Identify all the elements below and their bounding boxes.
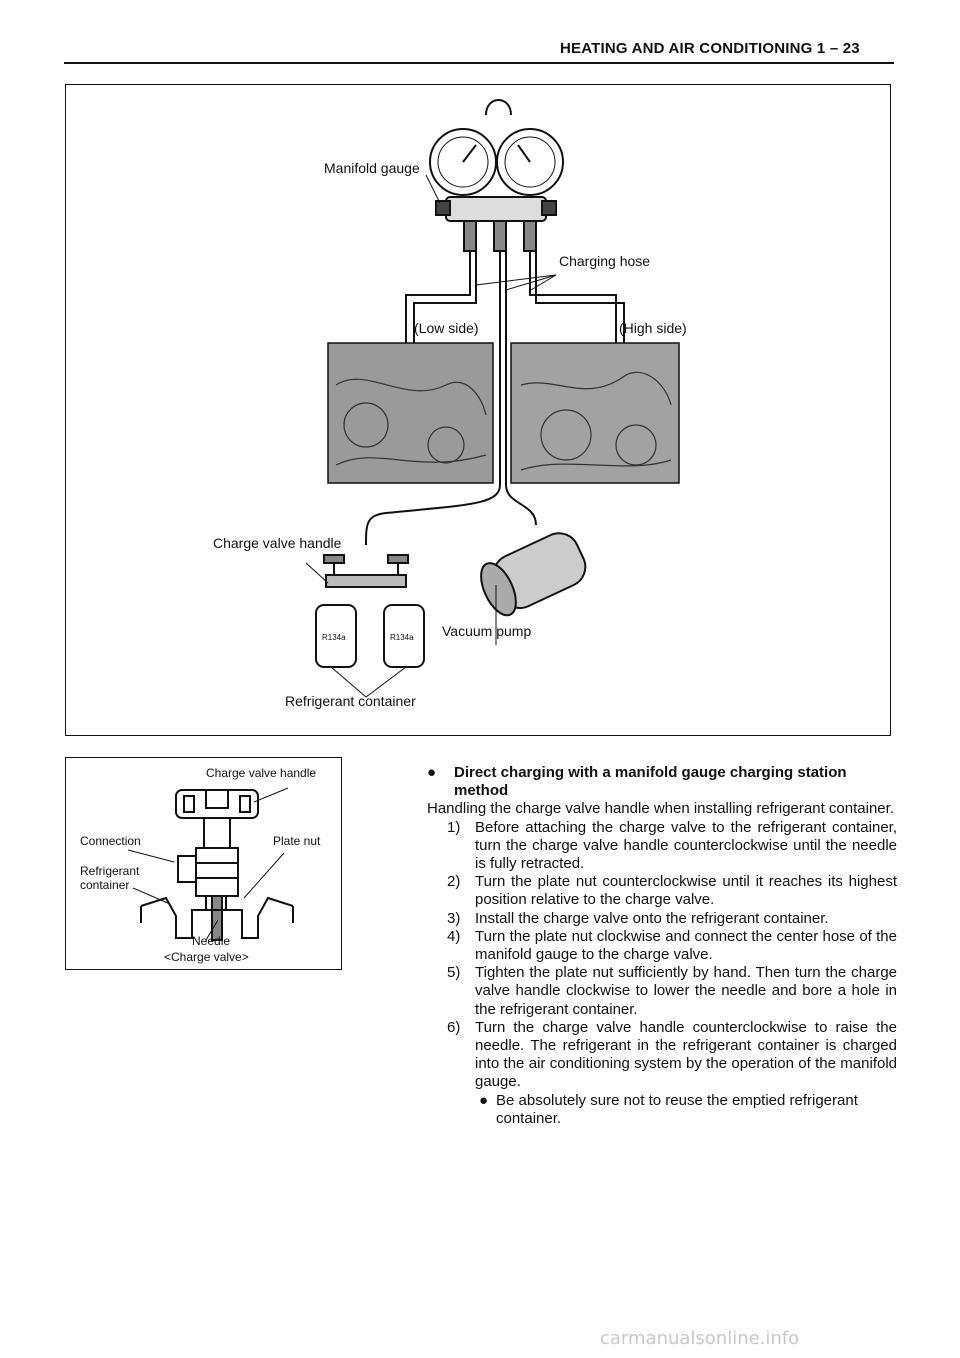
valve-label-charge-valve-handle: Charge valve handle <box>206 766 317 780</box>
valve-label-refrigerant: Refrigerant <box>80 864 140 878</box>
main-figure: Manifold gauge Charging hose (Low side) … <box>65 84 891 736</box>
instructions-heading: ● Direct charging with a manifold gauge c… <box>427 764 897 800</box>
high-pressure-gauge-icon <box>496 128 564 196</box>
step-text: Turn the plate nut clockwise and connect… <box>475 927 897 964</box>
warning-note: ● Be absolutely sure not to reuse the emp… <box>427 1092 897 1128</box>
label-manifold-gauge: Manifold gauge <box>324 160 420 176</box>
step-number: 3) <box>447 909 461 927</box>
step-number: 4) <box>447 927 461 945</box>
step-item: 6) Turn the charge valve handle countercl… <box>427 1019 897 1092</box>
valve-caption: <Charge valve> <box>164 950 249 964</box>
main-figure-illustration <box>305 99 680 698</box>
label-high-side: (High side) <box>619 320 687 336</box>
valve-label-container: container <box>80 878 130 892</box>
step-text: Turn the charge valve handle countercloc… <box>475 1018 897 1091</box>
step-item: 4) Turn the plate nut clockwise and conne… <box>427 928 897 964</box>
step-text: Tighten the plate nut sufficiently by ha… <box>475 964 897 1018</box>
step-text: Before attaching the charge valve to the… <box>475 818 897 873</box>
step-number: 5) <box>447 964 461 982</box>
step-number: 6) <box>447 1018 461 1036</box>
label-low-side: (Low side) <box>414 320 479 336</box>
step-number: 2) <box>447 873 461 891</box>
valve-label-plate-nut: Plate nut <box>273 834 321 848</box>
step-item: 5) Tighten the plate nut sufficiently by … <box>427 964 897 1019</box>
note-text: Be absolutely sure not to reuse the empt… <box>496 1091 858 1127</box>
label-charging-hose: Charging hose <box>559 253 651 269</box>
charge-valve-figure: Charge valve handle Connection Plate nut… <box>65 757 342 970</box>
label-vacuum-pump: Vacuum pump <box>442 623 532 639</box>
steps-list: 1) Before attaching the charge valve to t… <box>427 819 897 1092</box>
instructions: ● Direct charging with a manifold gauge c… <box>427 764 897 1128</box>
can-label-left: R134a <box>322 633 346 642</box>
page-header: HEATING AND AIR CONDITIONING 1 – 23 <box>560 40 860 57</box>
step-item: 2) Turn the plate nut counterclockwise un… <box>427 873 897 909</box>
step-item: 1) Before attaching the charge valve to t… <box>427 819 897 874</box>
heading-text: Direct charging with a manifold gauge ch… <box>454 764 847 800</box>
bullet-icon: ● <box>479 1091 489 1109</box>
label-refrigerant-container: Refrigerant container <box>285 693 416 709</box>
charge-valve-illustration <box>127 787 294 941</box>
can-label-right: R134a <box>390 633 414 642</box>
watermark: carmanualsonline.info <box>600 1328 800 1349</box>
step-text: Turn the plate nut counterclockwise unti… <box>475 873 897 909</box>
step-number: 1) <box>447 818 461 836</box>
bullet-icon: ● <box>427 764 437 781</box>
label-charge-valve-handle: Charge valve handle <box>213 535 342 551</box>
valve-label-connection: Connection <box>80 834 141 848</box>
header-rule <box>64 62 894 64</box>
valve-label-needle: Needle <box>192 934 231 948</box>
step-item: 3) Install the charge valve onto the refr… <box>427 910 897 928</box>
instructions-intro: Handling the charge valve handle when in… <box>427 800 894 818</box>
step-text: Install the charge valve onto the refrig… <box>475 909 829 927</box>
